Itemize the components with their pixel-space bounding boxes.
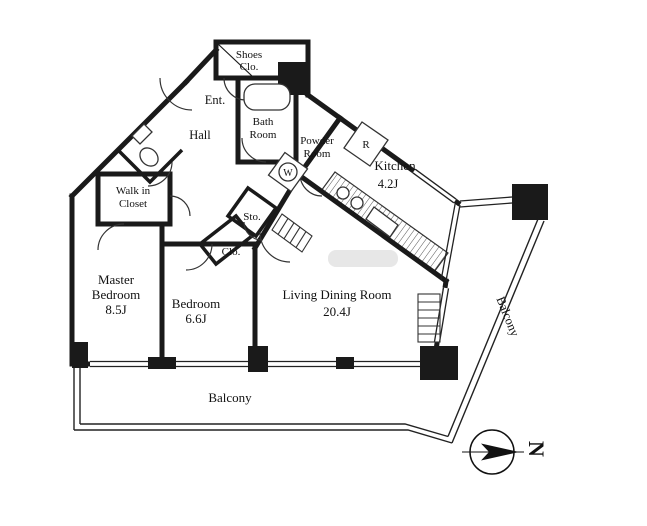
closet-wall [197, 213, 255, 267]
label-bath: Bath [253, 116, 274, 128]
columns [72, 62, 548, 380]
inner-walls [116, 43, 279, 267]
column [420, 346, 458, 380]
label-powder: Room [304, 148, 331, 160]
door-arc [259, 231, 291, 263]
burner-icon [350, 196, 364, 210]
toilet-tank-icon [131, 123, 153, 145]
label-storage: Sto. [243, 211, 261, 223]
fridge-icon [343, 121, 389, 167]
label-bath: Room [250, 129, 277, 141]
stairs-icon [271, 213, 313, 253]
label-bedroom-area: 6.6J [185, 311, 206, 326]
label-balcony-bottom: Balcony [208, 390, 252, 405]
column [72, 342, 88, 368]
toilet-icon [139, 147, 159, 167]
door-arc [243, 221, 263, 241]
compass: N [462, 429, 549, 475]
label-shoes-closet: Clo. [240, 61, 259, 73]
room-labels: Shoes Clo. Ent. Hall Bath Room Powder Ro… [92, 49, 522, 405]
shoes-shelf-line [217, 43, 253, 77]
label-walk-in-closet: Walk in [116, 185, 151, 197]
burner-icon [336, 186, 350, 200]
label-refrigerator: R [362, 139, 370, 151]
windows [90, 168, 513, 368]
label-living-dining-area: 20.4J [323, 304, 351, 319]
label-hall: Hall [189, 128, 211, 142]
door-arc [223, 77, 247, 101]
door-arc [241, 137, 267, 163]
label-walk-in-closet: Closet [119, 198, 147, 210]
label-living-dining: Living Dining Room [282, 287, 391, 302]
door-arc [97, 223, 125, 251]
door-arc [169, 195, 191, 217]
door-arc [185, 243, 213, 271]
bathtub-icon [243, 83, 291, 111]
column [248, 346, 268, 372]
wall-pier [148, 357, 176, 369]
entry-door-arc [159, 77, 193, 111]
column [512, 184, 548, 220]
wall-pier [336, 357, 354, 369]
label-master-bedroom-area: 8.5J [105, 302, 126, 317]
label-washer: W [283, 168, 293, 179]
washer-drum-icon [278, 162, 298, 182]
toilet-room-wall [116, 148, 184, 185]
balcony-rail [73, 218, 545, 444]
label-closet: Clo. [222, 246, 241, 258]
door-arc [147, 161, 173, 187]
label-kitchen-area: 4.2J [378, 177, 399, 191]
label-bedroom: Bedroom [172, 296, 220, 311]
fixtures [131, 83, 399, 238]
label-entrance: Ent. [205, 93, 225, 107]
label-powder: Powder [300, 135, 334, 147]
label-kitchen: Kitchen [374, 158, 416, 173]
compass-pivot-icon [489, 449, 495, 455]
label-master-bedroom: Master [98, 272, 135, 287]
label-master-bedroom: Bedroom [92, 287, 140, 302]
label-shoes-closet: Shoes [236, 49, 262, 61]
watermark [328, 250, 398, 267]
stairs [271, 213, 441, 343]
sink-icon [365, 206, 399, 238]
storage-wall [225, 185, 279, 239]
north-label: N [524, 441, 549, 457]
north-arrow-icon [481, 443, 519, 461]
